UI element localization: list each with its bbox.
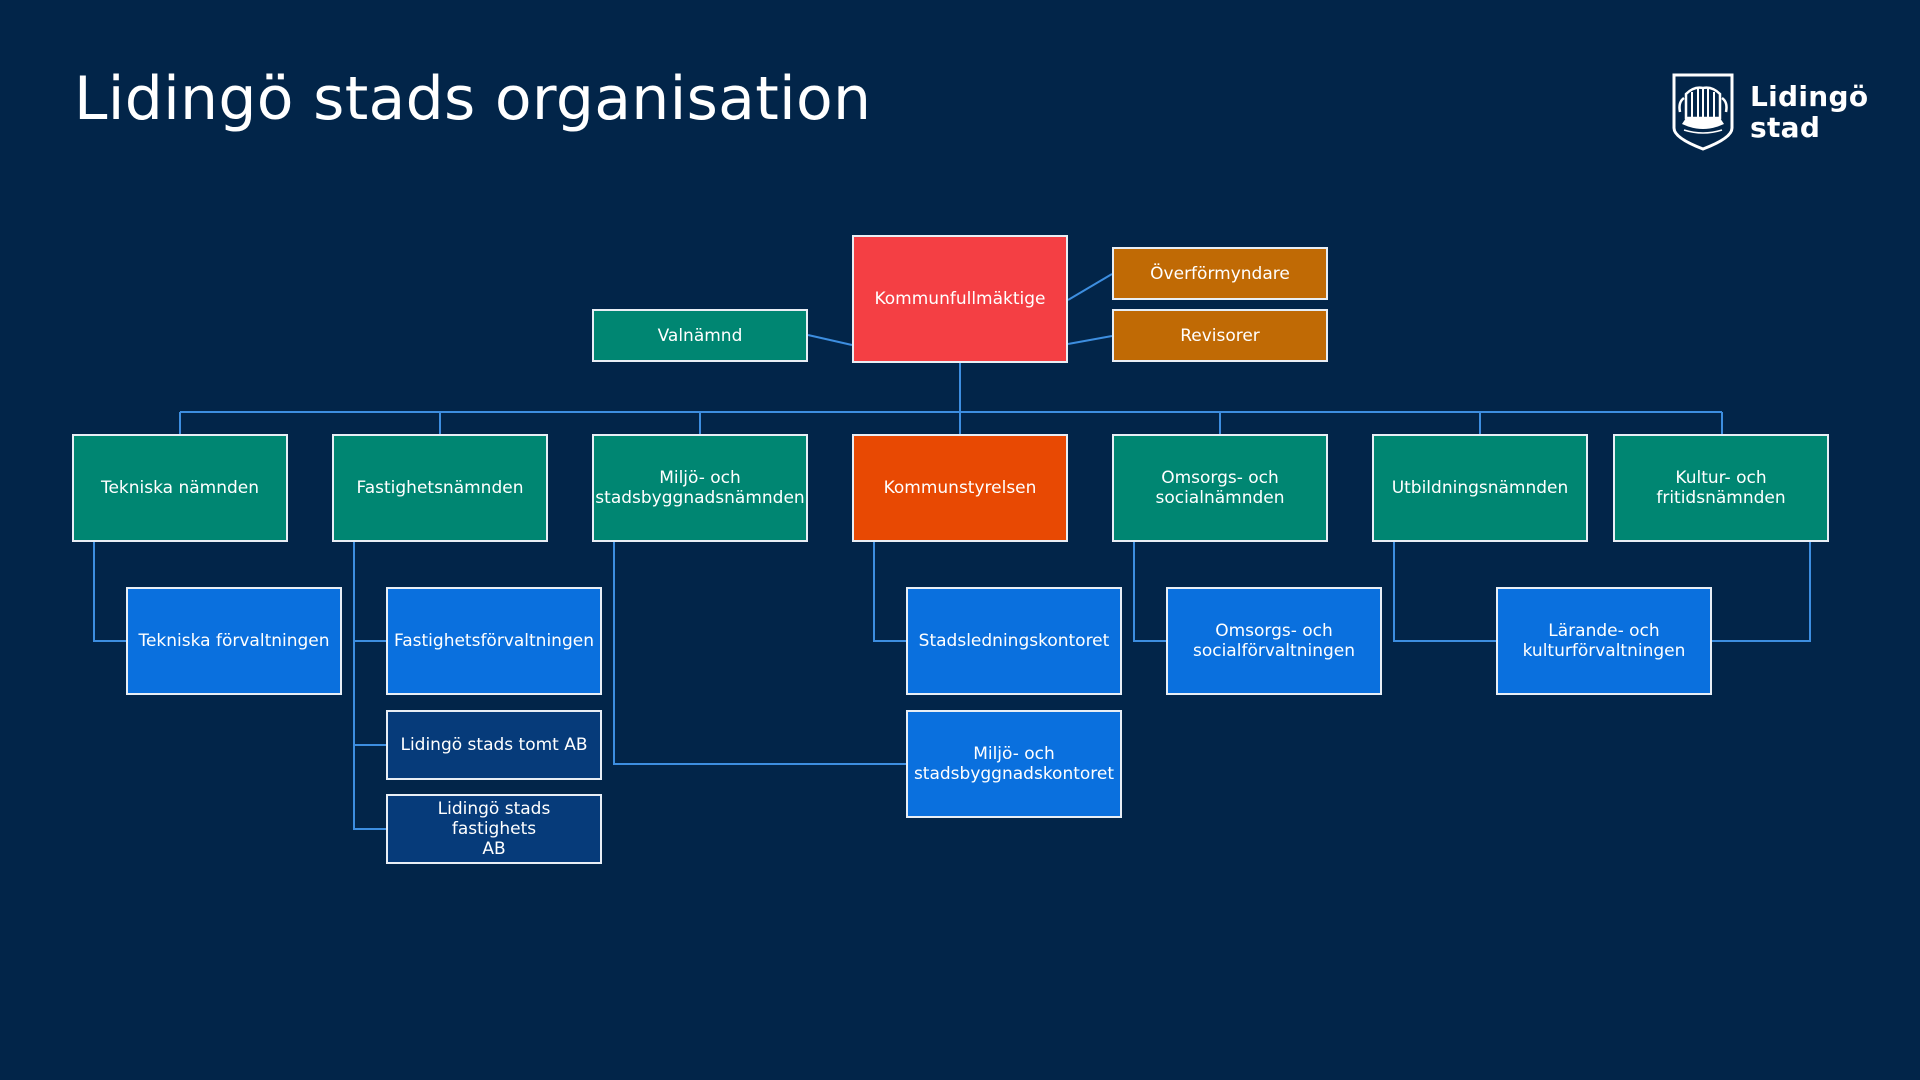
- connector-tekniska-forvaltningen: [93, 542, 126, 642]
- node-lidingo-stads-tomt-ab[interactable]: Lidingö stads tomt AB: [386, 710, 602, 780]
- node-label: Miljö- och stadsbyggnadskontoret: [913, 744, 1115, 784]
- node-label: Kommunfullmäktige: [874, 289, 1046, 309]
- page-title: Lidingö stads organisation: [74, 64, 872, 134]
- node-omsorgs-socialnamnden[interactable]: Omsorgs- och socialnämnden: [1112, 434, 1328, 542]
- node-label: Valnämnd: [657, 325, 743, 346]
- connector-valnamnd: [807, 334, 853, 346]
- connector-fastighet-spine: [353, 542, 386, 830]
- node-kommunstyrelsen[interactable]: Kommunstyrelsen: [852, 434, 1068, 542]
- node-label: Stadsledningskontoret: [918, 631, 1110, 651]
- viking-ship-shield-icon: [1672, 73, 1734, 151]
- node-label: Fastighetsförvaltningen: [394, 631, 594, 651]
- connector-revisorer: [1067, 335, 1113, 345]
- node-label: Omsorgs- och socialförvaltningen: [1192, 621, 1355, 661]
- connector-utbildning-larande: [1393, 542, 1496, 642]
- node-label: Omsorgs- och socialnämnden: [1155, 468, 1285, 508]
- node-fastighetsnamnden[interactable]: Fastighetsnämnden: [332, 434, 548, 542]
- node-label: Lärande- och kulturförvaltningen: [1522, 621, 1686, 661]
- logo-line-2: stad: [1750, 111, 1821, 144]
- logo-wordmark: Lidingö stad: [1750, 81, 1868, 143]
- node-label: Lidingö stads tomt AB: [400, 735, 588, 755]
- node-label: Kommunstyrelsen: [883, 478, 1037, 498]
- node-tekniska-forvaltningen[interactable]: Tekniska förvaltningen: [126, 587, 342, 695]
- logo-line-1: Lidingö: [1750, 80, 1869, 113]
- node-label: Utbildningsnämnden: [1391, 478, 1569, 498]
- node-kommunfullmaktige[interactable]: Kommunfullmäktige: [852, 235, 1068, 363]
- node-larande-kulturforvaltningen[interactable]: Lärande- och kulturförvaltningen: [1496, 587, 1712, 695]
- node-label: Tekniska nämnden: [100, 478, 260, 498]
- node-label: Överförmyndare: [1150, 263, 1290, 284]
- connector-overformyndare: [1067, 273, 1113, 301]
- node-omsorgs-socialforvaltningen[interactable]: Omsorgs- och socialförvaltningen: [1166, 587, 1382, 695]
- node-stadsledningskontoret[interactable]: Stadsledningskontoret: [906, 587, 1122, 695]
- node-miljo-stadsbyggnadsnamnden[interactable]: Miljö- och stadsbyggnadsnämnden: [592, 434, 808, 542]
- node-utbildningsnamnden[interactable]: Utbildningsnämnden: [1372, 434, 1588, 542]
- node-fastighetsforvaltningen[interactable]: Fastighetsförvaltningen: [386, 587, 602, 695]
- node-label: Fastighetsnämnden: [356, 478, 524, 498]
- lidingo-logo[interactable]: Lidingö stad: [1670, 70, 1870, 154]
- node-miljo-stadsbyggnadskontoret[interactable]: Miljö- och stadsbyggnadskontoret: [906, 710, 1122, 818]
- node-label: Lidingö stads fastighets AB: [437, 799, 551, 859]
- node-valnamnd[interactable]: Valnämnd: [592, 309, 808, 362]
- node-label: Tekniska förvaltningen: [138, 631, 330, 651]
- connector-kultur-larande: [1712, 542, 1811, 642]
- connector-stadsledningskontoret: [873, 542, 906, 642]
- node-label: Miljö- och stadsbyggnadsnämnden: [595, 468, 805, 508]
- node-kultur-fritidsnamnden[interactable]: Kultur- och fritidsnämnden: [1613, 434, 1829, 542]
- connector-miljo-kontoret: [613, 542, 906, 765]
- node-overformyndare[interactable]: Överförmyndare: [1112, 247, 1328, 300]
- node-label: Revisorer: [1180, 325, 1260, 346]
- node-label: Kultur- och fritidsnämnden: [1656, 468, 1786, 508]
- node-tekniska-namnden[interactable]: Tekniska nämnden: [72, 434, 288, 542]
- node-lidingo-stads-fastighets-ab[interactable]: Lidingö stads fastighets AB: [386, 794, 602, 864]
- connector-omsorgs-forvaltningen: [1133, 542, 1166, 642]
- node-revisorer[interactable]: Revisorer: [1112, 309, 1328, 362]
